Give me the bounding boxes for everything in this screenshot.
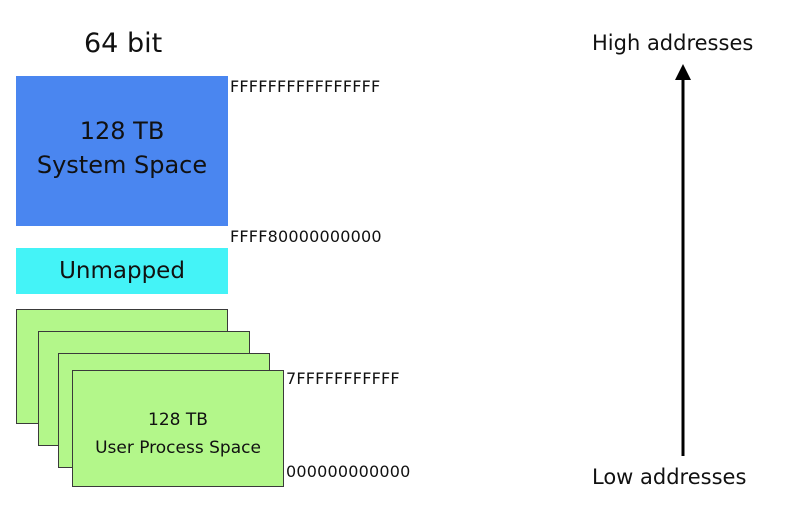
user-space-label: User Process Space xyxy=(95,437,261,458)
unmapped-block: Unmapped xyxy=(16,248,228,294)
system-space-size: 128 TB xyxy=(79,117,165,145)
address-system-start: FFFF80000000000 xyxy=(230,227,382,246)
unmapped-label: Unmapped xyxy=(59,258,185,284)
address-top: FFFFFFFFFFFFFFFF xyxy=(230,77,381,96)
diagram-title: 64 bit xyxy=(84,28,163,59)
system-space-block: 128 TB System Space xyxy=(16,76,228,226)
system-space-label: System Space xyxy=(36,151,208,179)
low-addresses-label: Low addresses xyxy=(592,465,747,489)
address-bottom: 000000000000 xyxy=(286,462,411,481)
up-arrow-icon xyxy=(675,64,691,456)
user-process-space-block: 128 TB User Process Space xyxy=(72,370,284,487)
address-user-top: 7FFFFFFFFFFF xyxy=(286,369,400,388)
user-space-size: 128 TB xyxy=(148,409,208,430)
high-addresses-label: High addresses xyxy=(592,31,754,55)
